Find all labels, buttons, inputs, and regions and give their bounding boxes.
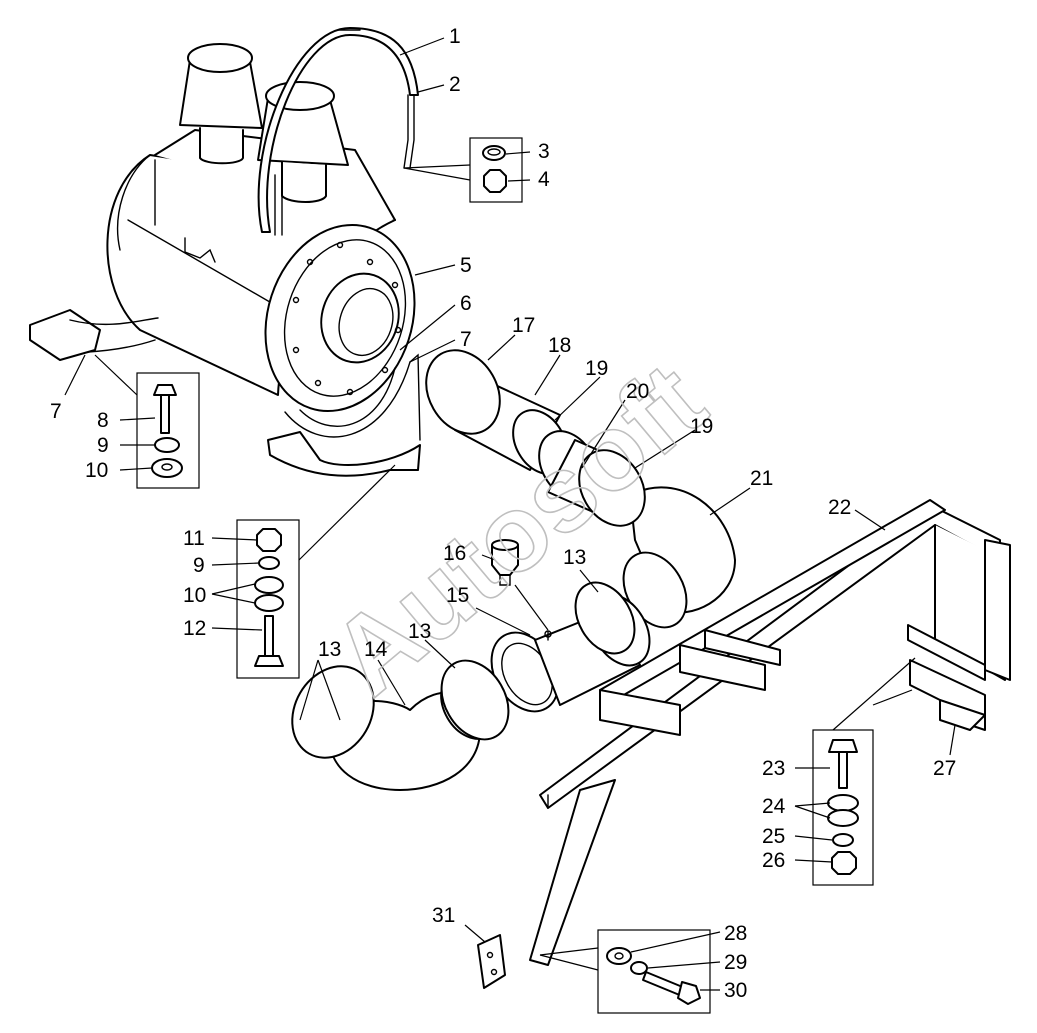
callout-24: 24 (762, 795, 786, 818)
support-brackets (29, 309, 421, 477)
callout-30: 30 (724, 979, 747, 1002)
callout-9b: 9 (193, 554, 205, 577)
callout-10b: 10 (183, 584, 206, 607)
callout-5: 5 (460, 254, 472, 277)
callout-13a: 13 (318, 638, 341, 661)
callout-10a: 10 (85, 459, 108, 482)
callout-labels: 1 2 3 4 5 6 7 7 8 9 10 11 9 10 12 13 14 … (50, 25, 956, 1002)
fastener-box-3-4 (403, 137, 523, 203)
callout-3: 3 (538, 140, 550, 163)
callout-1: 1 (449, 25, 461, 48)
callout-28: 28 (724, 922, 747, 945)
clamp-strap (257, 27, 419, 236)
callout-7a: 7 (50, 400, 62, 423)
callout-19a: 19 (585, 357, 608, 380)
callout-8: 8 (97, 409, 109, 432)
fastener-box-8-10 (94, 354, 200, 489)
fastener-box-28-30 (539, 929, 711, 1014)
callout-12: 12 (183, 617, 206, 640)
hose-clamps (291, 349, 646, 759)
callout-4: 4 (538, 168, 550, 191)
callout-2: 2 (449, 73, 461, 96)
callout-7b: 7 (460, 328, 472, 351)
callout-31: 31 (432, 904, 455, 927)
callout-26: 26 (762, 849, 785, 872)
callout-15: 15 (446, 584, 469, 607)
fastener-box-9-12 (236, 464, 396, 679)
callout-13b: 13 (408, 620, 431, 643)
callout-11: 11 (183, 527, 205, 550)
fastener-box-23-26 (812, 657, 916, 886)
callout-9a: 9 (97, 434, 109, 457)
callout-25: 25 (762, 825, 785, 848)
mounting-frame (477, 499, 1011, 989)
callout-23: 23 (762, 757, 785, 780)
callout-14: 14 (364, 638, 388, 661)
callout-18: 18 (548, 334, 571, 357)
leader-lines (64, 37, 956, 991)
callout-16: 16 (443, 542, 466, 565)
callout-19b: 19 (690, 415, 713, 438)
callout-20: 20 (626, 380, 649, 403)
callout-13c: 13 (563, 546, 586, 569)
callout-21: 21 (750, 467, 773, 490)
callout-17: 17 (512, 314, 535, 337)
callout-27: 27 (933, 757, 956, 780)
callout-6: 6 (460, 292, 472, 315)
callout-22: 22 (828, 496, 851, 519)
callout-29: 29 (724, 951, 747, 974)
